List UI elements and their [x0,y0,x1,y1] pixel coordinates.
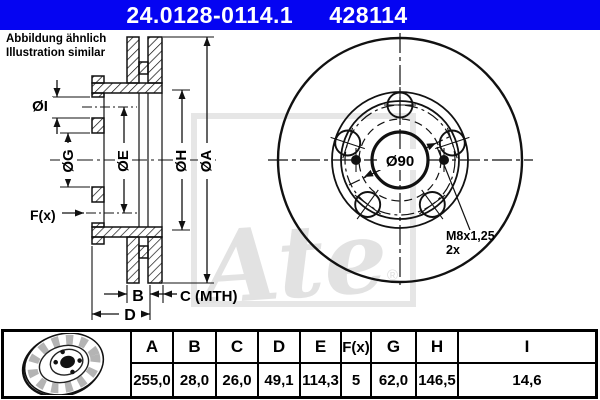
dim-label-f: F(x) [30,207,56,223]
note-line-en: Illustration similar [6,46,106,59]
similarity-note: Abbildung ähnlich Illustration similar [6,33,106,60]
table-header-h: H [415,332,457,364]
dim-label-a: ØA [198,150,215,173]
label-backgrounds [27,97,215,179]
disc-thumbnail-cell [4,332,130,396]
front-view: Ø90 M8x1,25 2x [268,33,533,289]
extension-lines [52,36,214,320]
bore-label-background [377,149,424,170]
table-value-c: 26,0 [215,364,257,396]
thread-qty-label: 2x [446,243,460,257]
thread-leader-line [436,146,471,231]
bore-arrow-lower [364,169,374,177]
bolt-holes [334,91,466,218]
dim-label-e: ØE [115,150,132,172]
table-header-d: D [257,332,299,364]
table-value-e: 114,3 [299,364,340,396]
dim-label-d: D [124,307,136,324]
table-value-f: 5 [340,364,370,396]
bore-arrow-upper [426,143,436,151]
reference-number: 428114 [329,1,408,28]
table-value-a: 255,0 [130,364,172,396]
thread-holes [351,148,449,172]
section-view: ØI ØG ØE ØH ØA F(x) B C (MTH) D [27,36,237,324]
table-value-g: 62,0 [370,364,415,396]
table-header-e: E [299,332,340,364]
part-number: 24.0128-0114.1 [126,1,294,28]
table-header-i: I [457,332,595,364]
table-header-g: G [370,332,415,364]
table-value-d: 49,1 [257,364,299,396]
table-header-f: F(x) [340,332,370,364]
dim-label-g: ØG [60,149,77,172]
center-bore-circle [370,130,430,190]
dim-label-i: ØI [32,98,48,115]
table-header-a: A [130,332,172,364]
table-header-b: B [172,332,215,364]
brake-disc-icon [21,333,105,395]
arrowheads [53,37,211,318]
dim-label-h: ØH [173,150,190,173]
dim-label-c: C (MTH) [180,288,237,305]
header-bar: 24.0128-0114.1 428114 [0,0,600,30]
dimension-table: A B C D E F(x) G H I 255,0 28,0 26,0 49,… [1,329,598,399]
table-value-b: 28,0 [172,364,215,396]
outer-diameter-circle [276,36,524,284]
dim-label-b: B [132,288,144,305]
ate-watermark: Ate ® [190,113,416,328]
bore-diameter-label: Ø90 [386,153,414,170]
watermark-reg-mark: ® [387,267,398,284]
table-value-i: 14,6 [457,364,595,396]
note-line-de: Abbildung ähnlich [6,33,107,45]
bolt-hole-ticks [330,87,470,220]
section-hatched-profile [91,36,163,284]
table-value-h: 146,5 [415,364,457,396]
thread-size-label: M8x1,25 [446,229,495,243]
table-header-c: C [215,332,257,364]
